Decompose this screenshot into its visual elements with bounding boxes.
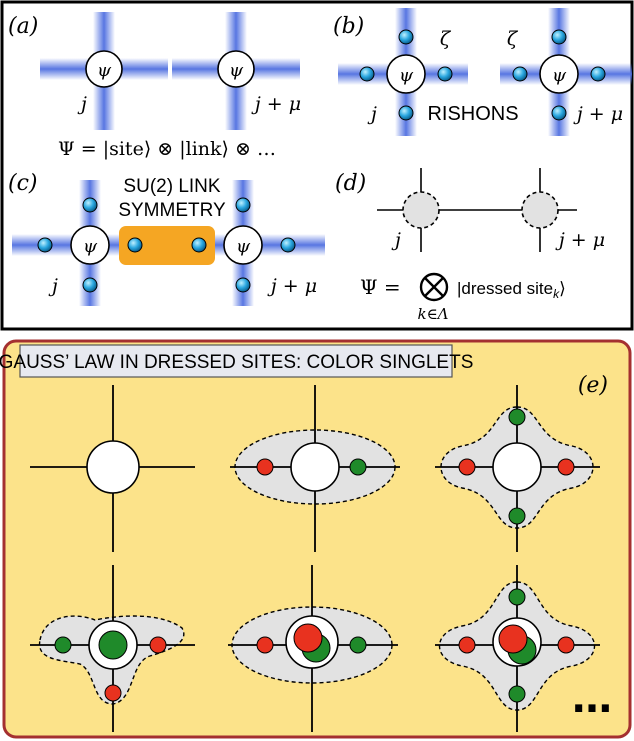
matter-site <box>70 225 110 265</box>
panel-c-site-j: ψ j <box>12 180 152 306</box>
matter-site <box>539 54 579 94</box>
su2-link-symmetry-box <box>119 226 215 265</box>
matter-site <box>386 54 426 94</box>
rishon <box>590 66 606 82</box>
symmetry-label-line2: SYMMETRY <box>118 200 226 221</box>
red-rishon <box>104 684 122 702</box>
rishon <box>127 237 143 253</box>
rishon <box>82 277 98 293</box>
panel-e: GAUSS’ LAW IN DRESSED SITES: COLOR SINGL… <box>0 339 632 739</box>
rishon <box>280 237 296 253</box>
red-rishon <box>458 636 476 654</box>
green-rishon <box>508 408 526 426</box>
panel-b-site-j: ψ j <box>338 8 468 136</box>
product-index: k∈Λ <box>417 305 448 323</box>
panel-d-label: (d) <box>335 171 366 196</box>
red-rishon <box>458 458 476 476</box>
matter-site <box>223 225 263 265</box>
panel-c: (c) SU(2) LINK SYMMETRY ψ j ψ j + μ <box>8 171 325 306</box>
site-label-j: j <box>391 229 401 251</box>
green-rishon <box>349 636 367 654</box>
matter-site <box>492 442 542 492</box>
site-label-j-mu: j + μ <box>267 275 317 297</box>
equation-lhs: Ψ = <box>360 275 401 299</box>
rishon <box>398 29 414 45</box>
panel-a-site-j-mu: ψ j + μ <box>172 12 301 130</box>
green-rishon <box>54 636 72 654</box>
red-matter <box>293 623 323 653</box>
panel-e-label: (e) <box>578 373 608 398</box>
site-label-j-mu: j + μ <box>573 103 623 125</box>
panel-c-label: (c) <box>8 171 38 196</box>
site-label-j: j <box>77 93 87 115</box>
site-label-j-mu: j + μ <box>251 93 301 115</box>
site-psi: ψ <box>229 60 244 81</box>
dressed-site-empty <box>30 385 195 552</box>
site-psi: ψ <box>236 236 251 257</box>
matter-site <box>290 442 340 492</box>
banner-text: GAUSS’ LAW IN DRESSED SITES: COLOR SINGL… <box>0 352 473 373</box>
rishon <box>398 105 414 121</box>
site-psi: ψ <box>97 60 112 81</box>
dressed-site <box>402 191 440 229</box>
panel-a-site-j: ψ j <box>40 12 168 130</box>
otimes-symbol <box>419 272 449 302</box>
panel-b: (b) ψ j ζ ζ RISHONS ψ j + μ <box>333 8 632 136</box>
top-frame <box>0 0 634 331</box>
green-rishon <box>349 458 367 476</box>
red-rishon <box>256 458 274 476</box>
red-rishon <box>557 458 575 476</box>
matter-site <box>217 50 255 88</box>
matter-site <box>86 440 140 494</box>
rishon <box>235 197 251 213</box>
green-rishon <box>508 685 526 703</box>
dressed-site-double-matter <box>228 565 398 732</box>
rishons-label: RISHONS <box>427 103 518 125</box>
red-rishon <box>557 636 575 654</box>
panel-a-label: (a) <box>8 14 38 39</box>
green-rishon <box>508 588 526 606</box>
rishon <box>191 237 207 253</box>
zeta-label: ζ <box>440 28 452 50</box>
rishon <box>37 237 53 253</box>
site-label-j: j <box>48 275 58 297</box>
dressed-site-horizontal-pair <box>230 385 400 552</box>
symmetry-label-line1: SU(2) LINK <box>123 176 220 197</box>
rishon <box>551 105 567 121</box>
panel-c-site-j-mu: ψ j + μ <box>215 180 325 306</box>
site-label-j: j <box>367 103 377 125</box>
rishon <box>437 66 453 82</box>
site-psi: ψ <box>399 65 414 86</box>
panel-b-site-j-mu: ψ j + μ <box>500 8 632 136</box>
rishon <box>551 29 567 45</box>
dressed-site <box>521 191 559 229</box>
panel-d: (d) j j + μ Ψ = |dressed sitek⟩ k∈Λ <box>335 168 605 323</box>
red-rishon <box>256 636 274 654</box>
red-rishon <box>149 636 167 654</box>
dressed-site-double-matter-four-link <box>435 565 600 732</box>
rishon <box>512 66 528 82</box>
red-matter <box>498 624 528 654</box>
site-label-j-mu: j + μ <box>555 229 605 251</box>
equation-rhs: |dressed sitek⟩ <box>457 279 566 301</box>
ellipsis: … <box>572 676 612 722</box>
dressed-site-four-link <box>435 385 600 552</box>
rishon <box>82 197 98 213</box>
panel-a-equation: Ψ = |site⟩ ⊗ |link⟩ ⊗ … <box>58 138 276 160</box>
gauss-law-banner <box>19 344 453 378</box>
site-psi: ψ <box>83 236 98 257</box>
dressed-site-matter-left-bottom <box>30 565 195 732</box>
green-rishon <box>508 507 526 525</box>
rishon <box>359 66 375 82</box>
zeta-label: ζ <box>507 28 519 50</box>
rishon <box>235 277 251 293</box>
site-psi: ψ <box>552 65 567 86</box>
matter-site <box>85 50 123 88</box>
panel-a: (a) ψ j ψ j + μ Ψ = |site⟩ ⊗ |link⟩ ⊗ … <box>8 12 301 160</box>
panel-b-label: (b) <box>333 14 364 39</box>
green-matter <box>98 630 128 660</box>
